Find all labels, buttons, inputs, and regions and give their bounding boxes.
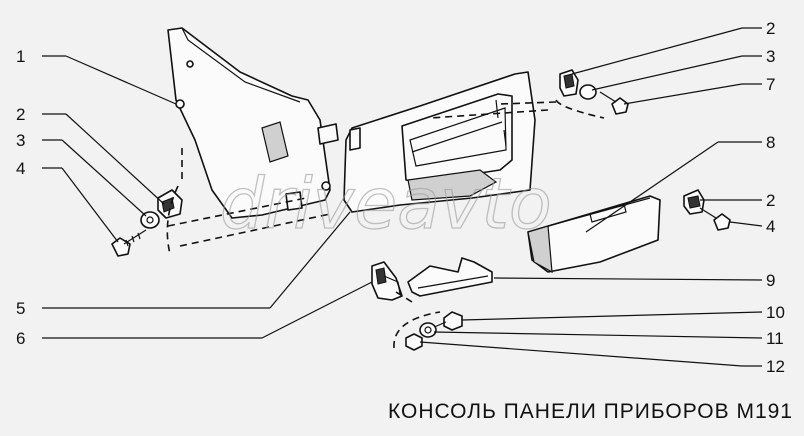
screw-icon: [111, 237, 131, 257]
washer-icon: [579, 84, 597, 100]
fasteners-bottom: [405, 311, 463, 351]
callout-right-2b: 2: [766, 191, 775, 210]
diagram-caption: КОНСОЛЬ ПАНЕЛИ ПРИБОРОВ М191: [388, 400, 793, 423]
callout-right-3: 3: [766, 47, 775, 66]
callout-labels-right: 2 3 7 8 2 4 9 10 11 12: [766, 19, 785, 376]
callout-left-2: 2: [16, 105, 25, 124]
callout-left-3: 3: [16, 131, 25, 150]
center-console-body: [343, 71, 536, 213]
fasteners-left: [111, 189, 183, 257]
assembly-lines: [166, 99, 605, 349]
watermark: driveavto: [220, 163, 552, 245]
callout-right-9: 9: [766, 271, 775, 290]
callout-left-5: 5: [16, 299, 25, 318]
callout-right-10: 10: [766, 303, 785, 322]
bolt-icon: [443, 311, 463, 331]
storage-tray: [527, 195, 661, 274]
bracket: [407, 257, 493, 297]
left-side-panel: [167, 27, 339, 219]
nut-icon: [405, 333, 423, 351]
fasteners-right: [683, 189, 731, 231]
callout-left-6: 6: [16, 329, 25, 348]
washer-icon: [419, 322, 437, 338]
screw-icon: [713, 213, 731, 231]
callout-right-4: 4: [766, 217, 775, 236]
callout-labels-left: 1 2 3 4 5 6: [16, 47, 25, 348]
callout-right-11: 11: [766, 329, 784, 348]
callout-left-4: 4: [16, 159, 25, 178]
leader-lines: [42, 27, 763, 367]
callout-right-8: 8: [766, 133, 775, 152]
hinge-clip: [371, 261, 403, 301]
callout-right-12: 12: [766, 357, 785, 376]
callout-right-2: 2: [766, 19, 775, 38]
callout-right-7: 7: [766, 75, 775, 94]
callout-left-1: 1: [16, 47, 25, 66]
fasteners-top-right: [559, 69, 629, 115]
